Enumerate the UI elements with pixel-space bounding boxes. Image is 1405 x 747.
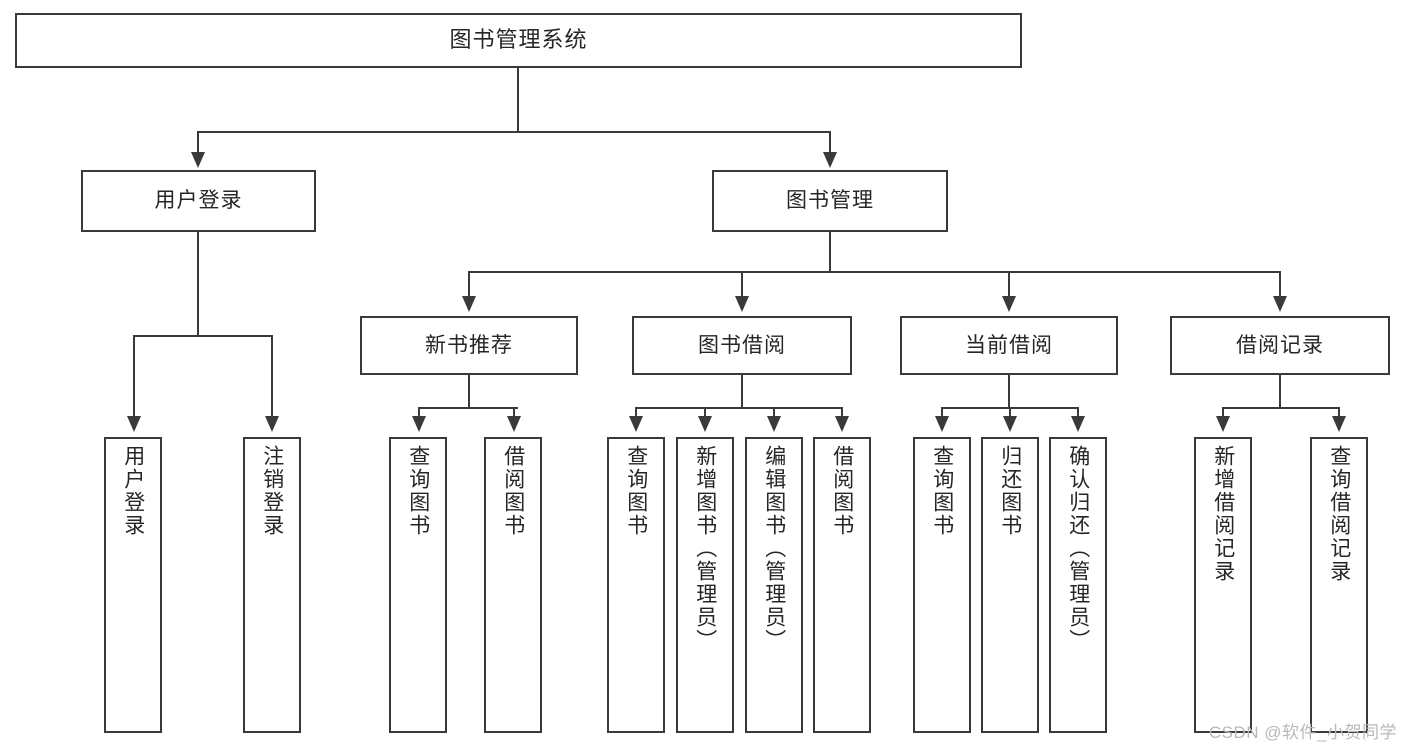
node-label: 新书推荐: [425, 333, 513, 357]
leaf-borrow-book-recommend[interactable]: 借阅图书: [484, 437, 542, 733]
leaf-query-borrow-record[interactable]: 查询借阅记录: [1310, 437, 1368, 733]
node-label: 用户登录: [121, 445, 145, 537]
node-label: 借阅记录: [1236, 333, 1324, 357]
node-label: 查询图书: [930, 445, 954, 537]
connector-user-login-drop-1: [133, 335, 135, 418]
node-label: 查询图书: [406, 445, 430, 537]
arrow-to-borrow-record: [1273, 296, 1287, 312]
connector-cb-stem: [1008, 375, 1010, 407]
connector-br-stem: [1279, 375, 1281, 407]
connector-bb-drop-3: [773, 407, 775, 418]
arrow-to-leaf-logout: [265, 416, 279, 432]
connector-root-drop-left: [197, 131, 199, 154]
connector-user-login-stem: [197, 232, 199, 335]
node-label: 用户登录: [154, 189, 243, 213]
connector-nbr-stem: [468, 375, 470, 407]
arrow-to-leaf-bb-4: [835, 416, 849, 432]
arrow-to-leaf-br-2: [1332, 416, 1346, 432]
leaf-logout[interactable]: 注销登录: [243, 437, 301, 733]
connector-root-stem: [517, 68, 519, 131]
node-label: 新增图书（管理员）: [693, 445, 717, 652]
connector-br-bus: [1222, 407, 1339, 409]
leaf-user-login[interactable]: 用户登录: [104, 437, 162, 733]
node-label: 当前借阅: [965, 333, 1053, 357]
node-label: 确认归还（管理员）: [1066, 445, 1090, 652]
connector-root-drop-right: [829, 131, 831, 154]
node-new-book-recommend[interactable]: 新书推荐: [360, 316, 578, 375]
node-label: 归还图书: [998, 445, 1022, 537]
node-label: 图书管理: [786, 189, 874, 213]
connector-bb-drop-4: [841, 407, 843, 418]
node-label: 注销登录: [260, 445, 284, 537]
arrow-to-leaf-bb-1: [629, 416, 643, 432]
arrow-to-leaf-bb-2: [698, 416, 712, 432]
connector-root-bus: [197, 131, 831, 133]
arrow-to-book-management: [823, 152, 837, 168]
arrow-to-leaf-user-login: [127, 416, 141, 432]
leaf-query-book-borrow[interactable]: 查询图书: [607, 437, 665, 733]
arrow-to-leaf-bb-3: [767, 416, 781, 432]
node-borrow-record[interactable]: 借阅记录: [1170, 316, 1390, 375]
arrow-to-book-borrow: [735, 296, 749, 312]
connector-cb-drop-3: [1077, 407, 1079, 418]
node-root-book-management-system[interactable]: 图书管理系统: [15, 13, 1022, 68]
arrow-to-leaf-cb-3: [1071, 416, 1085, 432]
connector-cb-drop-2: [1009, 407, 1011, 418]
node-user-login[interactable]: 用户登录: [81, 170, 316, 232]
leaf-add-borrow-record[interactable]: 新增借阅记录: [1194, 437, 1252, 733]
node-label: 查询图书: [624, 445, 648, 537]
arrow-to-leaf-cb-1: [935, 416, 949, 432]
connector-bb-bus: [635, 407, 843, 409]
connector-nbr-bus: [418, 407, 518, 409]
connector-cb-drop-1: [941, 407, 943, 418]
connector-br-drop-2: [1338, 407, 1340, 418]
leaf-return-book[interactable]: 归还图书: [981, 437, 1039, 733]
node-label: 图书借阅: [698, 333, 786, 357]
node-book-management[interactable]: 图书管理: [712, 170, 948, 232]
leaf-query-book-recommend[interactable]: 查询图书: [389, 437, 447, 733]
arrow-to-leaf-cb-2: [1003, 416, 1017, 432]
arrow-to-user-login: [191, 152, 205, 168]
csdn-watermark: CSDN @软件_小贺同学: [1208, 723, 1397, 742]
connector-book-management-bus: [468, 271, 1280, 273]
arrow-to-leaf-nbr-2: [507, 416, 521, 432]
node-label: 借阅图书: [830, 445, 854, 537]
arrow-to-leaf-br-1: [1216, 416, 1230, 432]
connector-br-drop-1: [1222, 407, 1224, 418]
leaf-edit-book-admin[interactable]: 编辑图书（管理员）: [745, 437, 803, 733]
leaf-confirm-return-admin[interactable]: 确认归还（管理员）: [1049, 437, 1107, 733]
connector-bb-drop-2: [704, 407, 706, 418]
node-book-borrow[interactable]: 图书借阅: [632, 316, 852, 375]
connector-bb-stem: [741, 375, 743, 407]
node-label: 借阅图书: [501, 445, 525, 537]
node-current-borrow[interactable]: 当前借阅: [900, 316, 1118, 375]
leaf-borrow-book[interactable]: 借阅图书: [813, 437, 871, 733]
connector-nbr-drop-1: [418, 407, 420, 418]
connector-nbr-drop-2: [513, 407, 515, 418]
leaf-query-book-current[interactable]: 查询图书: [913, 437, 971, 733]
node-label: 新增借阅记录: [1211, 445, 1235, 583]
connector-user-login-drop-2: [271, 335, 273, 418]
connector-bm-drop-1: [468, 271, 470, 298]
node-label: 图书管理系统: [449, 27, 588, 53]
leaf-add-book-admin[interactable]: 新增图书（管理员）: [676, 437, 734, 733]
connector-bm-drop-4: [1279, 271, 1281, 298]
connector-bb-drop-1: [635, 407, 637, 418]
connector-user-login-bus: [133, 335, 272, 337]
arrow-to-current-borrow: [1002, 296, 1016, 312]
arrow-to-new-book-recommend: [462, 296, 476, 312]
connector-book-management-stem: [829, 232, 831, 271]
node-label: 查询借阅记录: [1327, 445, 1351, 583]
arrow-to-leaf-nbr-1: [412, 416, 426, 432]
connector-bm-drop-2: [741, 271, 743, 298]
connector-bm-drop-3: [1008, 271, 1010, 298]
node-label: 编辑图书（管理员）: [762, 445, 786, 652]
